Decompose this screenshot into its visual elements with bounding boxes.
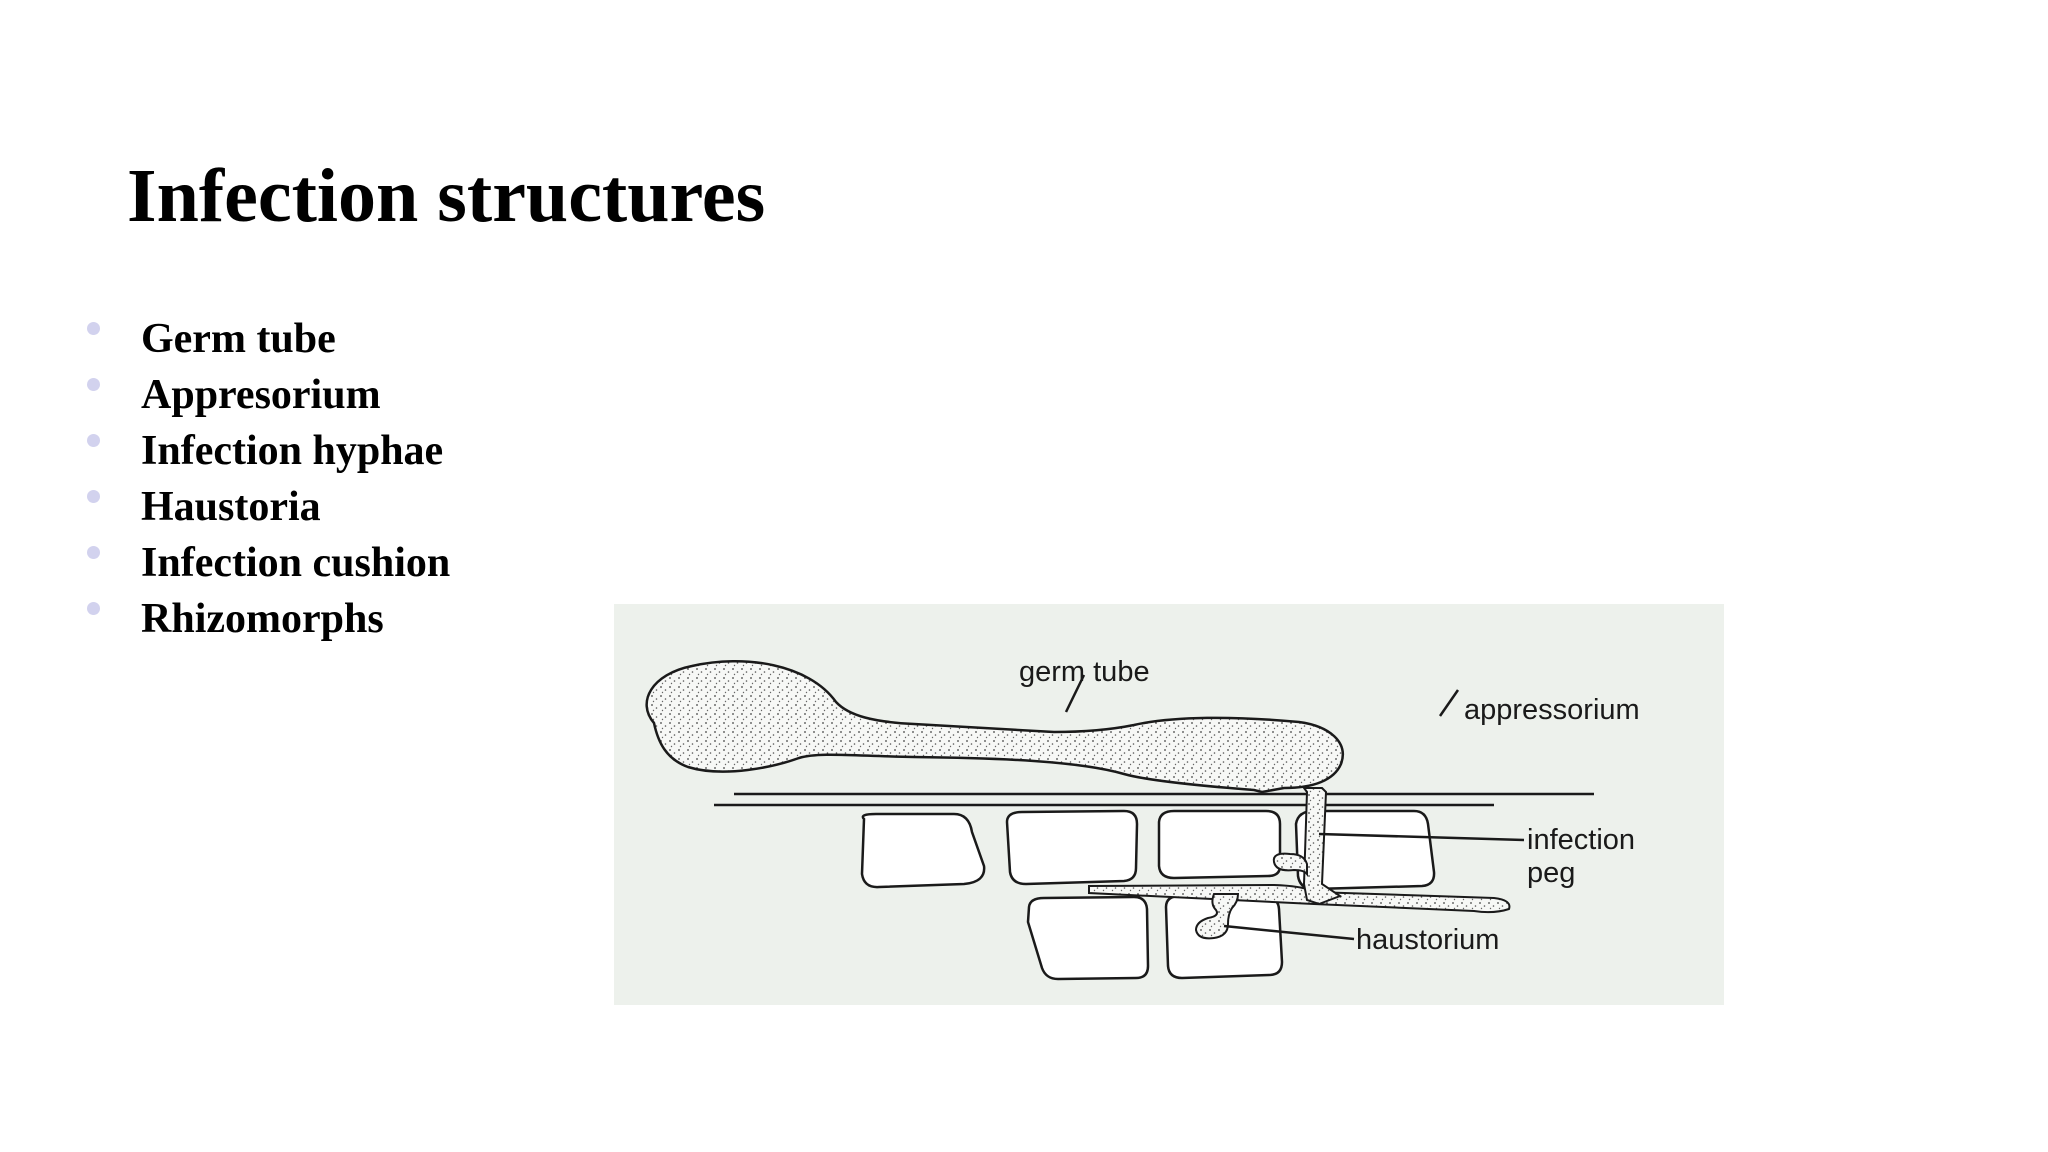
bullet-text: Rhizomorphs [141, 596, 384, 642]
infection-hypha [1088, 883, 1511, 914]
haustorium-label: haustorium [1356, 924, 1499, 956]
germ-tube-leader [1064, 674, 1086, 713]
infection-peg-label-line2: peg [1527, 857, 1575, 889]
appressorium-label: appressorium [1464, 694, 1640, 726]
slide-title: Infection structures [127, 154, 766, 238]
bullet-icon [87, 378, 100, 391]
infection-diagram-svg: germ tube appressorium infection peg hau… [645, 656, 1640, 981]
bullet-text: Infection cushion [141, 540, 451, 586]
bullet-icon [87, 546, 100, 559]
bullet-text: Germ tube [141, 316, 336, 362]
bullet-icon [87, 490, 100, 503]
bullet-icon [87, 602, 100, 615]
bullet-text: Haustoria [141, 484, 321, 530]
plant-cell [1005, 809, 1139, 886]
appressorium-leader [1438, 689, 1460, 717]
infection-peg-label-line1: infection [1527, 824, 1635, 856]
haustorium-upper [1272, 852, 1308, 877]
bullet-icon [87, 322, 100, 335]
plant-cell [860, 812, 986, 889]
spore-germtube-appressorium [645, 660, 1344, 794]
infection-diagram: germ tube appressorium infection peg hau… [614, 604, 1724, 1005]
plant-cell [1157, 809, 1282, 880]
infection-peg-leader [1318, 832, 1525, 842]
plant-cell [1026, 895, 1150, 981]
infection-peg [1302, 787, 1343, 906]
germ-tube-label: germ tube [1019, 656, 1150, 688]
bullet-text: Appresorium [141, 372, 381, 418]
bullet-icon [87, 434, 100, 447]
haustorium-leader [1223, 924, 1355, 941]
bullet-text: Infection hyphae [141, 428, 444, 474]
